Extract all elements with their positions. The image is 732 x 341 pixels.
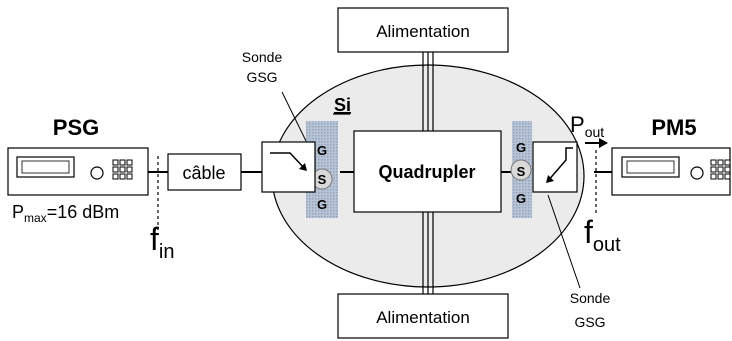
fout-label: fout <box>584 214 621 256</box>
pad-right-g1: G <box>516 140 526 155</box>
keypad-key <box>710 166 717 173</box>
supply-box-bottom <box>337 293 509 339</box>
pad-left-g2: G <box>317 197 327 212</box>
probe-left-label-1: Sonde <box>242 49 283 65</box>
keypad-icon <box>112 159 133 180</box>
keypad-key <box>112 166 119 173</box>
knob-icon <box>690 166 704 180</box>
keypad-key <box>112 159 119 166</box>
supply-label-bottom: Alimentation <box>376 308 470 327</box>
keypad-key <box>710 159 717 166</box>
keypad-key <box>717 159 724 166</box>
keypad-key <box>724 166 731 173</box>
keypad-key <box>126 166 133 173</box>
fin-label: fin <box>150 221 174 263</box>
pad-right-g2: G <box>516 191 526 206</box>
meter-name: PM5 <box>651 115 696 140</box>
probe-right <box>532 141 578 193</box>
substrate-label: Si <box>334 95 351 115</box>
supply-lines <box>422 52 434 294</box>
probe-left-label-2: GSG <box>246 69 277 85</box>
pad-right-s: S <box>517 164 526 179</box>
probe-right-label-1: Sonde <box>570 290 611 306</box>
probe-right-label-2: GSG <box>574 314 605 330</box>
arrow-head-icon <box>599 138 608 148</box>
keypad-key <box>119 159 126 166</box>
keypad-key <box>119 173 126 180</box>
keypad-key <box>126 159 133 166</box>
pout-label: Pout <box>570 112 604 140</box>
quadrupler-label: Quadrupler <box>378 162 475 182</box>
pmax-label: Pmax=16 dBm <box>12 202 119 225</box>
source-name: PSG <box>53 115 99 140</box>
pm5-instrument <box>611 147 731 196</box>
signal-pad-right <box>510 159 532 181</box>
knob-icon <box>90 166 104 180</box>
pad-left-g1: G <box>317 143 327 158</box>
cable-label: câble <box>182 163 225 183</box>
supply-label-top: Alimentation <box>376 22 470 41</box>
keypad-icon <box>710 159 731 180</box>
keypad-key <box>724 159 731 166</box>
cable-box <box>167 153 242 191</box>
quadrupler-box <box>353 130 502 213</box>
keypad-key <box>119 166 126 173</box>
probe-left <box>261 141 316 193</box>
pad-left-s: S <box>318 172 327 187</box>
keypad-key <box>112 173 119 180</box>
keypad-key <box>724 173 731 180</box>
keypad-key <box>717 166 724 173</box>
keypad-key <box>710 173 717 180</box>
supply-box-top <box>337 7 509 53</box>
keypad-key <box>717 173 724 180</box>
keypad-key <box>126 173 133 180</box>
psg-instrument <box>7 147 149 196</box>
